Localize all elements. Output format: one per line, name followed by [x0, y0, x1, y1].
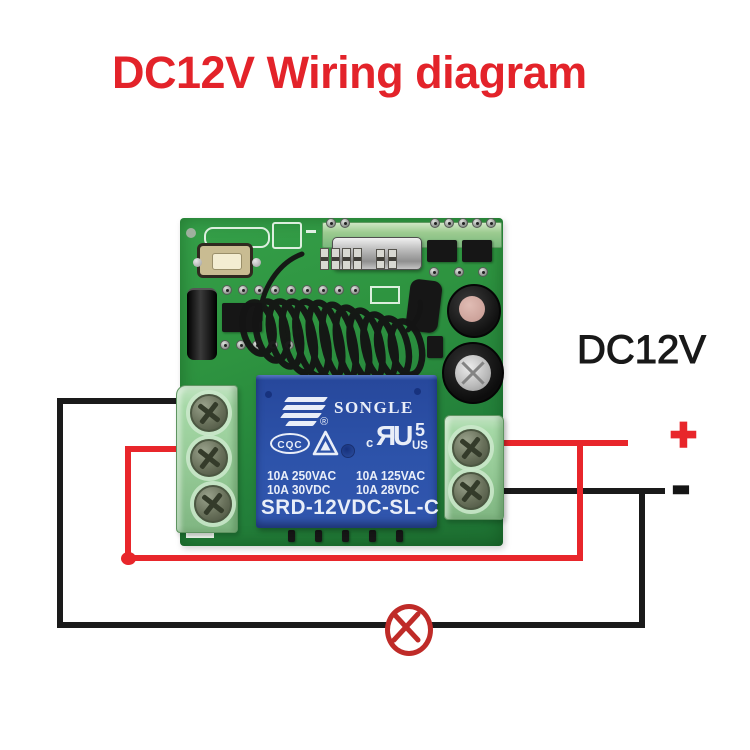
wire-red-bottom-horizontal — [125, 555, 583, 561]
songle-logo-icon — [282, 405, 326, 410]
cert-triangle-icon — [312, 430, 339, 456]
case-dimple — [341, 444, 355, 458]
relay-pin — [288, 530, 295, 542]
solder-pin — [238, 285, 248, 295]
rating-dc-1: 10A 30VDC — [267, 482, 331, 497]
capacitor-vent — [455, 355, 491, 391]
lamp-x-glyph — [391, 611, 421, 643]
solder-pin — [254, 285, 264, 295]
plus-symbol: + — [669, 407, 698, 462]
smd-resistor — [331, 248, 340, 270]
mold-dot — [265, 391, 272, 398]
terminal-screw[interactable] — [190, 439, 228, 477]
cqc-mark: CQC — [270, 433, 310, 454]
rating-ac-2: 10A 125VAC — [356, 468, 426, 483]
mold-dot — [414, 388, 421, 395]
relay-pin — [315, 530, 322, 542]
silkscreen-box — [370, 286, 400, 304]
solder-joint — [458, 218, 468, 228]
wire-red-corner-joint — [121, 552, 136, 565]
solder-joint — [430, 218, 440, 228]
rating-dc-2: 10A 28VDC — [356, 482, 420, 497]
smd-part — [427, 336, 443, 358]
smd-transistor — [462, 240, 492, 262]
smd-transistor — [427, 240, 457, 262]
minus-symbol: - — [671, 455, 691, 518]
button-cap — [212, 253, 242, 270]
solder-joint — [340, 218, 350, 228]
solder-pin — [220, 340, 230, 350]
silkscreen-box — [272, 222, 302, 249]
smd-resistor — [320, 248, 329, 270]
rating-ac-1: 10A 250VAC — [267, 468, 337, 483]
wire-black-bottom-horizontal — [57, 622, 645, 628]
wire-red-left-horizontal — [125, 446, 180, 452]
wire-black-right-horizontal — [503, 488, 665, 494]
button-lead — [193, 258, 202, 267]
load-lamp-icon — [385, 604, 433, 656]
wire-red-right-horizontal — [503, 440, 628, 446]
songle-logo-icon — [285, 421, 317, 426]
relay-module: ® SONGLE CQC c ЯU 5 US 10A 250VAC 10A 12… — [256, 375, 440, 528]
wire-black-right-vertical — [639, 488, 645, 628]
terminal-screw[interactable] — [452, 472, 490, 510]
smd-resistor — [388, 249, 397, 269]
inductor — [404, 278, 444, 334]
learning-button[interactable] — [193, 243, 261, 278]
solder-joint — [454, 267, 464, 277]
solder-pin — [236, 340, 246, 350]
button-lead — [252, 258, 261, 267]
silkscreen-line — [306, 230, 316, 233]
terminal-block-right — [444, 415, 504, 520]
relay-pin — [342, 530, 349, 542]
solder-joint — [444, 218, 454, 228]
wire-black-left-vertical — [57, 398, 63, 628]
wire-red-right-vertical — [577, 440, 583, 561]
capacitor-top — [459, 296, 485, 322]
page-title: DC12V Wiring diagram — [112, 47, 587, 98]
solder-pin — [222, 285, 232, 295]
solder-joint — [429, 267, 439, 277]
solder-pin — [302, 285, 312, 295]
solder-pin — [350, 285, 360, 295]
relay-pin — [369, 530, 376, 542]
solder-pin — [318, 285, 328, 295]
power-label: DC12V — [576, 327, 706, 372]
ul-mark-icon: ЯU — [376, 420, 413, 451]
solder-pin — [252, 340, 262, 350]
relay-model: SRD-12VDC-SL-C — [261, 496, 440, 519]
mounting-hole — [186, 228, 196, 238]
terminal-block-left — [176, 385, 238, 533]
wire-red-left-vertical — [125, 446, 131, 561]
solder-joint — [472, 218, 482, 228]
songle-logo-icon — [280, 413, 322, 418]
wire-black-left-horizontal — [57, 398, 180, 404]
smd-resistor — [353, 248, 362, 270]
solder-pin — [268, 340, 278, 350]
solder-pin — [284, 340, 294, 350]
electrolytic-capacitor-side — [187, 288, 217, 360]
relay-pin — [396, 530, 403, 542]
smd-resistor — [376, 249, 385, 269]
relay-brand: SONGLE — [334, 398, 414, 417]
solder-pin — [286, 285, 296, 295]
songle-logo-icon — [284, 397, 328, 402]
ul-mark-suffix: US — [412, 440, 428, 452]
solder-joint — [478, 267, 488, 277]
ul-mark-number: 5 — [415, 420, 426, 440]
terminal-screw[interactable] — [194, 485, 232, 523]
electrolytic-capacitor — [442, 342, 504, 404]
registered-mark: ® — [320, 416, 329, 428]
solder-joint — [326, 218, 336, 228]
electrolytic-capacitor — [447, 284, 501, 338]
terminal-screw[interactable] — [452, 429, 490, 467]
ul-mark-prefix: c — [366, 435, 374, 450]
solder-pin — [334, 285, 344, 295]
solder-pin — [270, 285, 280, 295]
solder-joint — [486, 218, 496, 228]
soic-chip — [222, 303, 262, 332]
smd-resistor — [342, 248, 351, 270]
terminal-screw[interactable] — [190, 394, 228, 432]
